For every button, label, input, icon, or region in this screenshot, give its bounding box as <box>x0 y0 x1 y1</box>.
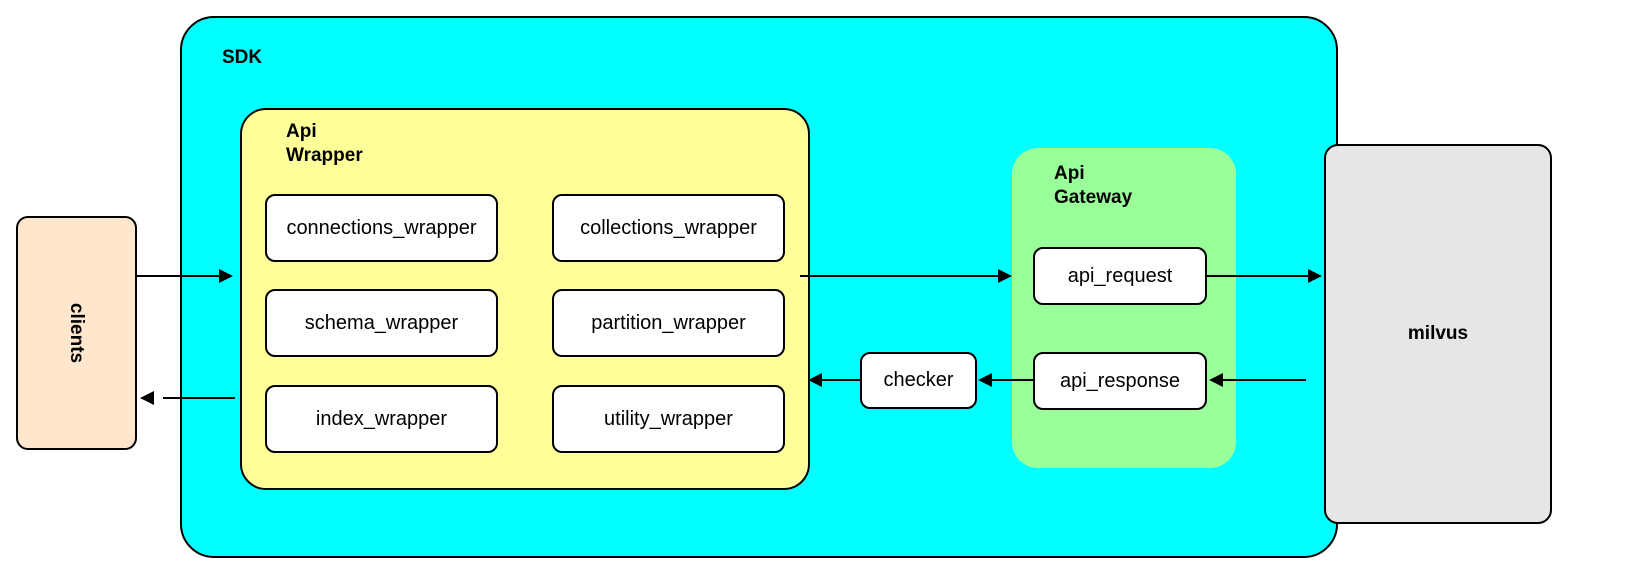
arrow-wrapper-to-gateway-line <box>800 275 1000 277</box>
arrow-milvus-to-response-head <box>1209 373 1223 387</box>
arrow-sdk-to-clients-head <box>140 391 154 405</box>
arrow-clients-to-sdk-head <box>219 269 233 283</box>
module-partition-wrapper[interactable]: partition_wrapper <box>552 289 785 357</box>
module-label: utility_wrapper <box>604 407 733 430</box>
arrow-checker-to-wrapper-head <box>808 373 822 387</box>
node-label: milvus <box>1407 323 1469 344</box>
node-clients[interactable]: clients <box>16 216 137 450</box>
module-schema-wrapper[interactable]: schema_wrapper <box>265 289 498 357</box>
arrow-clients-to-sdk-line <box>137 275 223 277</box>
module-label: connections_wrapper <box>286 216 477 239</box>
node-api-response[interactable]: api_response <box>1033 352 1207 410</box>
node-label: checker <box>883 369 954 391</box>
container-api-wrapper-label: Api Wrapper <box>286 121 363 166</box>
arrow-checker-to-wrapper-line <box>821 379 860 381</box>
module-label: schema_wrapper <box>304 311 459 334</box>
container-api-gateway[interactable]: Api Gateway <box>1012 148 1236 468</box>
arrow-response-to-checker-line <box>991 379 1033 381</box>
module-index-wrapper[interactable]: index_wrapper <box>265 385 498 453</box>
node-api-request[interactable]: api_request <box>1033 247 1207 305</box>
container-sdk-label: SDK <box>222 47 263 68</box>
node-label: api_request <box>1067 264 1173 287</box>
arrow-request-to-milvus-line <box>1207 275 1310 277</box>
arrow-milvus-to-response-line <box>1222 379 1306 381</box>
node-milvus[interactable]: milvus <box>1324 144 1552 524</box>
module-connections-wrapper[interactable]: connections_wrapper <box>265 194 498 262</box>
arrow-request-to-milvus-head <box>1308 269 1322 283</box>
module-label: collections_wrapper <box>580 216 757 239</box>
module-label: partition_wrapper <box>591 311 746 334</box>
node-checker[interactable]: checker <box>860 352 977 409</box>
arrow-sdk-to-clients-line <box>163 397 235 399</box>
module-utility-wrapper[interactable]: utility_wrapper <box>552 385 785 453</box>
module-label: index_wrapper <box>315 407 448 430</box>
arrow-wrapper-to-gateway-head <box>998 269 1012 283</box>
arrow-response-to-checker-head <box>978 373 992 387</box>
node-label: api_response <box>1059 369 1181 392</box>
module-collections-wrapper[interactable]: collections_wrapper <box>552 194 785 262</box>
container-api-gateway-label: Api Gateway <box>1054 163 1133 208</box>
node-label: clients <box>66 302 88 364</box>
